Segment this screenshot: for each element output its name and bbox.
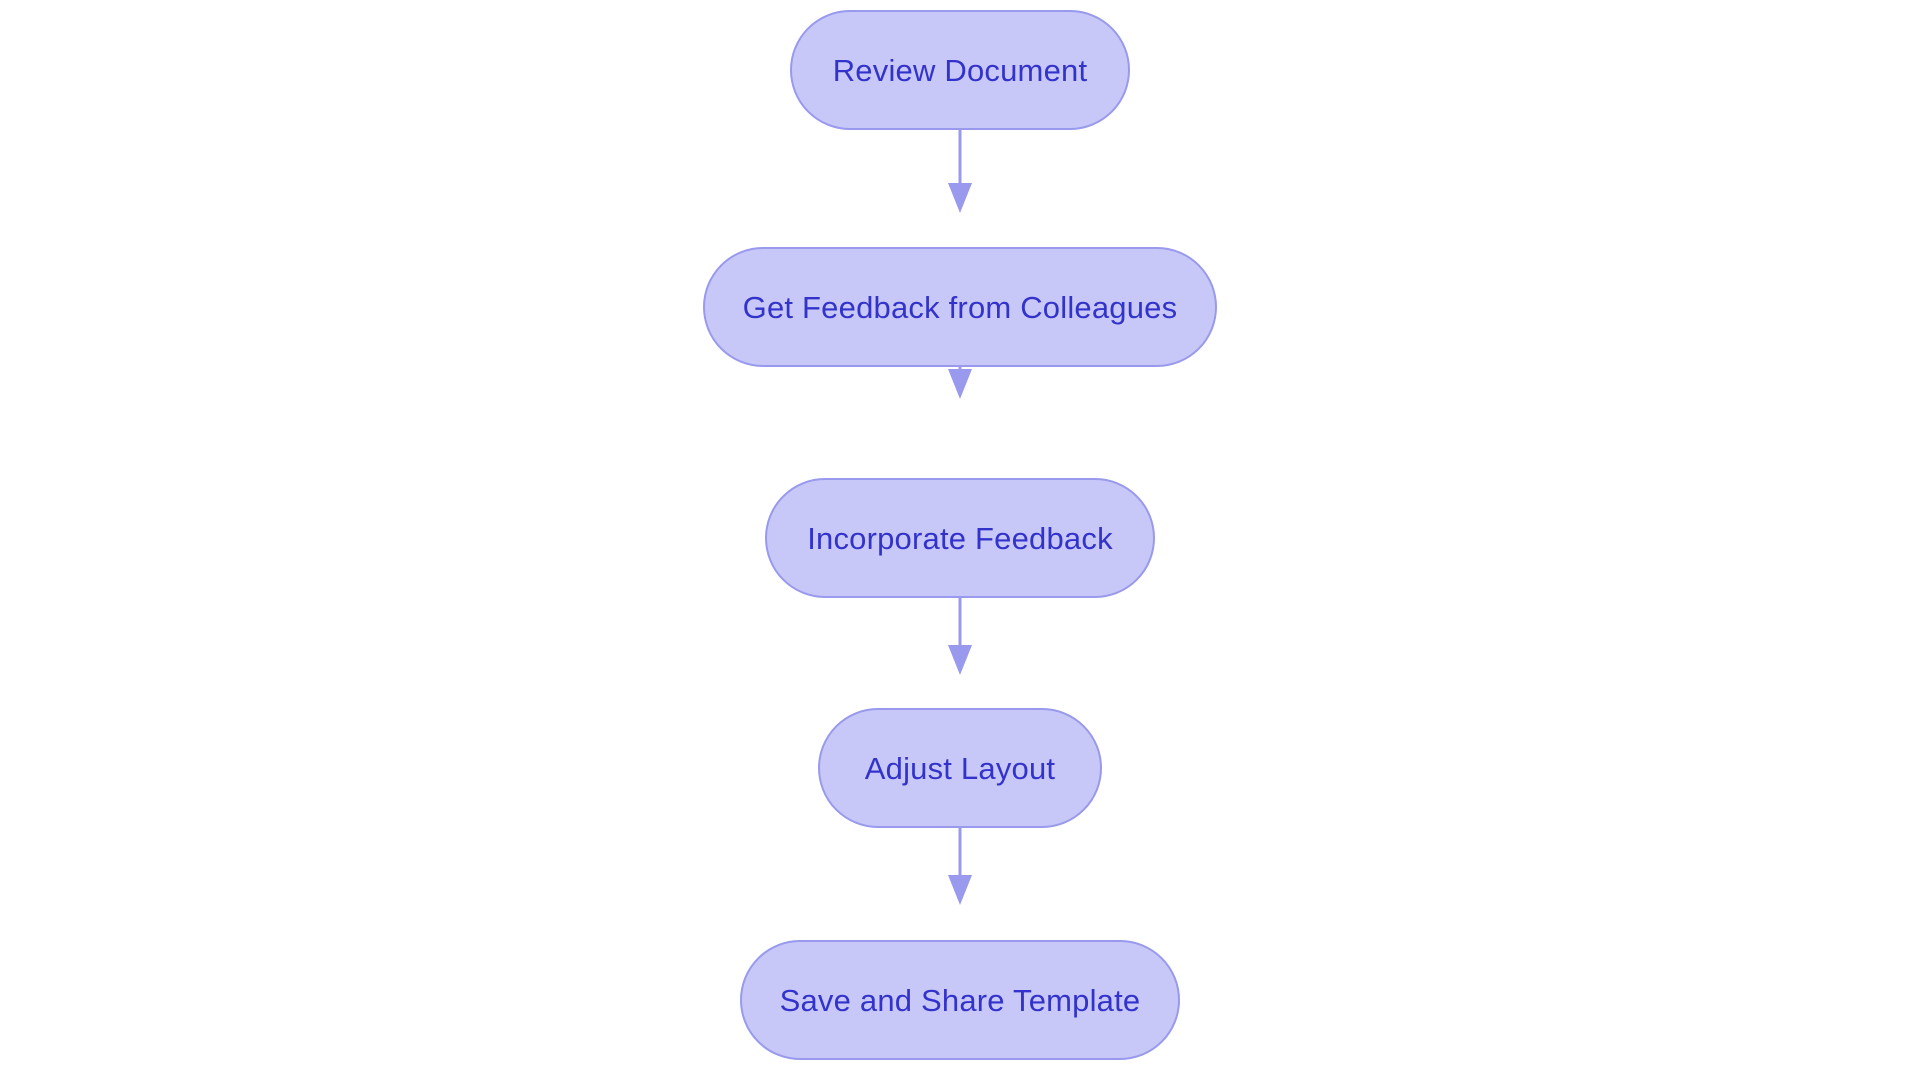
node-review-document[interactable]: Review Document bbox=[790, 10, 1130, 130]
node-label: Save and Share Template bbox=[779, 982, 1141, 1018]
node-save-and-share-template[interactable]: Save and Share Template bbox=[740, 940, 1180, 1060]
node-label: Review Document bbox=[832, 52, 1088, 88]
node-adjust-layout[interactable]: Adjust Layout bbox=[818, 708, 1102, 828]
node-get-feedback-from-colleagues[interactable]: Get Feedback from Colleagues bbox=[703, 247, 1217, 367]
node-incorporate-feedback[interactable]: Incorporate Feedback bbox=[765, 478, 1155, 598]
node-label: Get Feedback from Colleagues bbox=[742, 289, 1178, 325]
node-label: Incorporate Feedback bbox=[807, 520, 1113, 556]
node-label: Adjust Layout bbox=[864, 750, 1056, 786]
